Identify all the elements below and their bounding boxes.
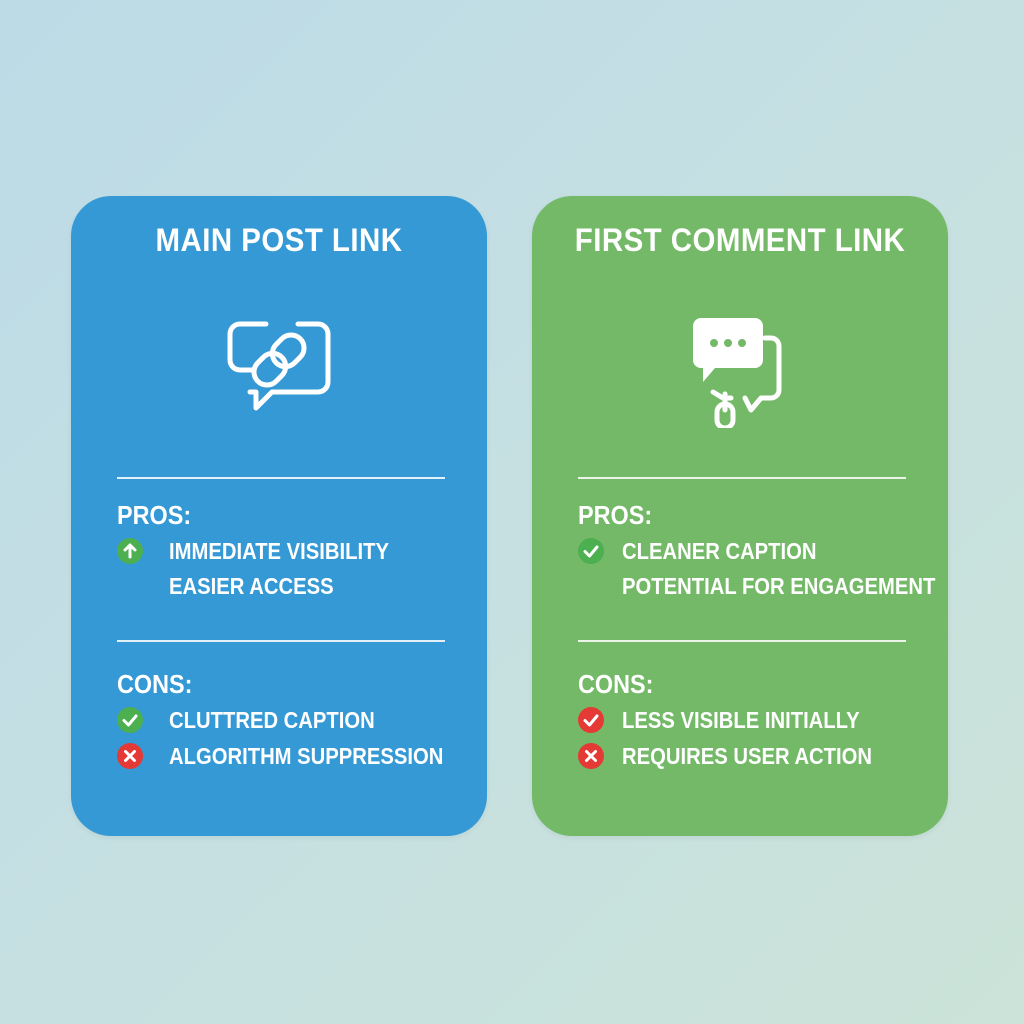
list-item: CLEANER CAPTION [578,536,928,566]
list-item: EASIER ACCESS [117,571,467,601]
list-item-text: LESS VISIBLE INITIALLY [622,707,860,733]
x-icon [117,743,143,769]
cons-label: CONS: [578,669,654,699]
list-item-text: POTENTIAL FOR ENGAGEMENT [622,573,936,599]
pros-label: PROS: [117,500,192,530]
list-item-text: ALGORITHM SUPPRESSION [169,743,444,769]
card-title: FIRST COMMENT LINK [574,222,906,258]
divider [117,640,445,642]
cons-label: CONS: [117,669,193,699]
list-item-text: REQUIRES USER ACTION [622,743,873,769]
list-item: IMMEDIATE VISIBILITY [117,536,467,566]
divider [578,477,906,479]
check-icon [578,707,604,733]
x-icon [578,743,604,769]
arrow-up-icon [117,538,143,564]
list-item: CLUTTRED CAPTION [117,705,467,735]
pros-label: PROS: [578,500,653,530]
list-item: LESS VISIBLE INITIALLY [578,705,928,735]
divider [578,640,906,642]
list-item-text: CLEANER CAPTION [622,538,817,564]
list-item-text: EASIER ACCESS [169,573,334,599]
divider [117,477,445,479]
comment-link-icon [675,298,805,431]
list-item-text: CLUTTRED CAPTION [169,707,375,733]
link-chat-icon [214,298,344,428]
list-item-text: IMMEDIATE VISIBILITY [169,538,390,564]
main-post-link-card: MAIN POST LINK PROS: IMMEDIATE VISIBILIT… [71,196,487,836]
check-icon [578,538,604,564]
first-comment-link-card: FIRST COMMENT LINK PROS: CLEANER CAPTION… [532,196,948,836]
check-icon [117,707,143,733]
card-title: MAIN POST LINK [155,222,403,258]
list-item: REQUIRES USER ACTION [578,741,928,771]
list-item: ALGORITHM SUPPRESSION [117,741,467,771]
list-item: POTENTIAL FOR ENGAGEMENT [578,571,935,601]
